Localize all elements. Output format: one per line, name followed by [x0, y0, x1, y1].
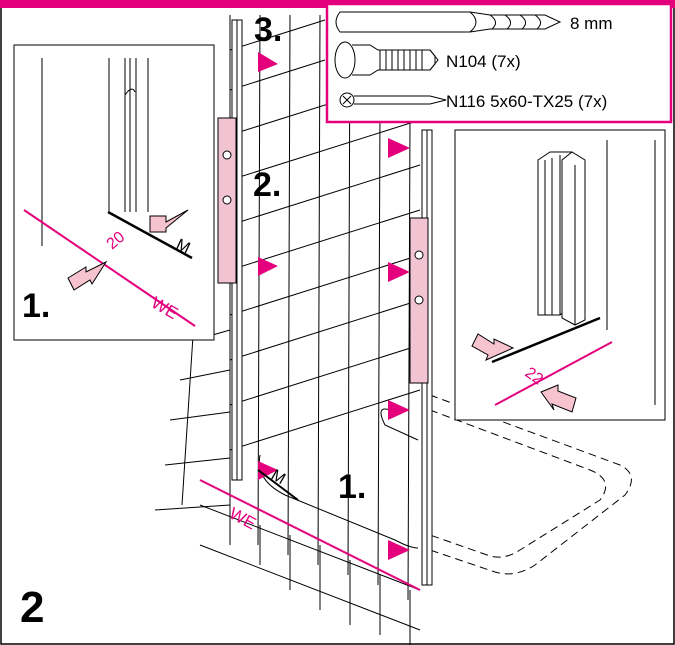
detail-inset-left: 20 M WE 1. — [13, 44, 215, 341]
step-1-label-main: 1. — [338, 468, 366, 506]
push-arrow-left-top — [149, 209, 189, 233]
page-number: 2 — [20, 583, 44, 632]
parts-box: 8 mm N104 (7x) N116 5x60-TX25 (7x) — [325, 2, 673, 124]
detail-inset-right: 22 — [454, 129, 666, 421]
step-3-label: 3. — [254, 11, 282, 49]
wall-edge-line-main — [199, 479, 421, 591]
drill-bit-icon — [335, 11, 562, 33]
marker-line-main — [257, 469, 299, 501]
spirit-level-left — [217, 117, 237, 284]
screw-icon — [339, 92, 447, 108]
part-label-wall-plug: N104 (7x) — [446, 52, 521, 71]
step-2-label: 2. — [253, 166, 281, 204]
step-1-label-detail: 1. — [22, 287, 50, 325]
push-arrow-right-bottom — [540, 384, 577, 413]
part-label-screw: N116 5x60-TX25 (7x) — [446, 92, 607, 111]
push-arrow-left-bottom — [67, 260, 108, 291]
wall-plug-icon — [334, 41, 439, 79]
push-arrow-right-top — [471, 333, 515, 361]
drill-markers — [258, 52, 410, 560]
spirit-level-right — [409, 217, 429, 384]
part-label-drill-bit: 8 mm — [570, 14, 613, 33]
shower-tray — [258, 394, 632, 575]
label-marker-detail: M — [173, 236, 192, 257]
